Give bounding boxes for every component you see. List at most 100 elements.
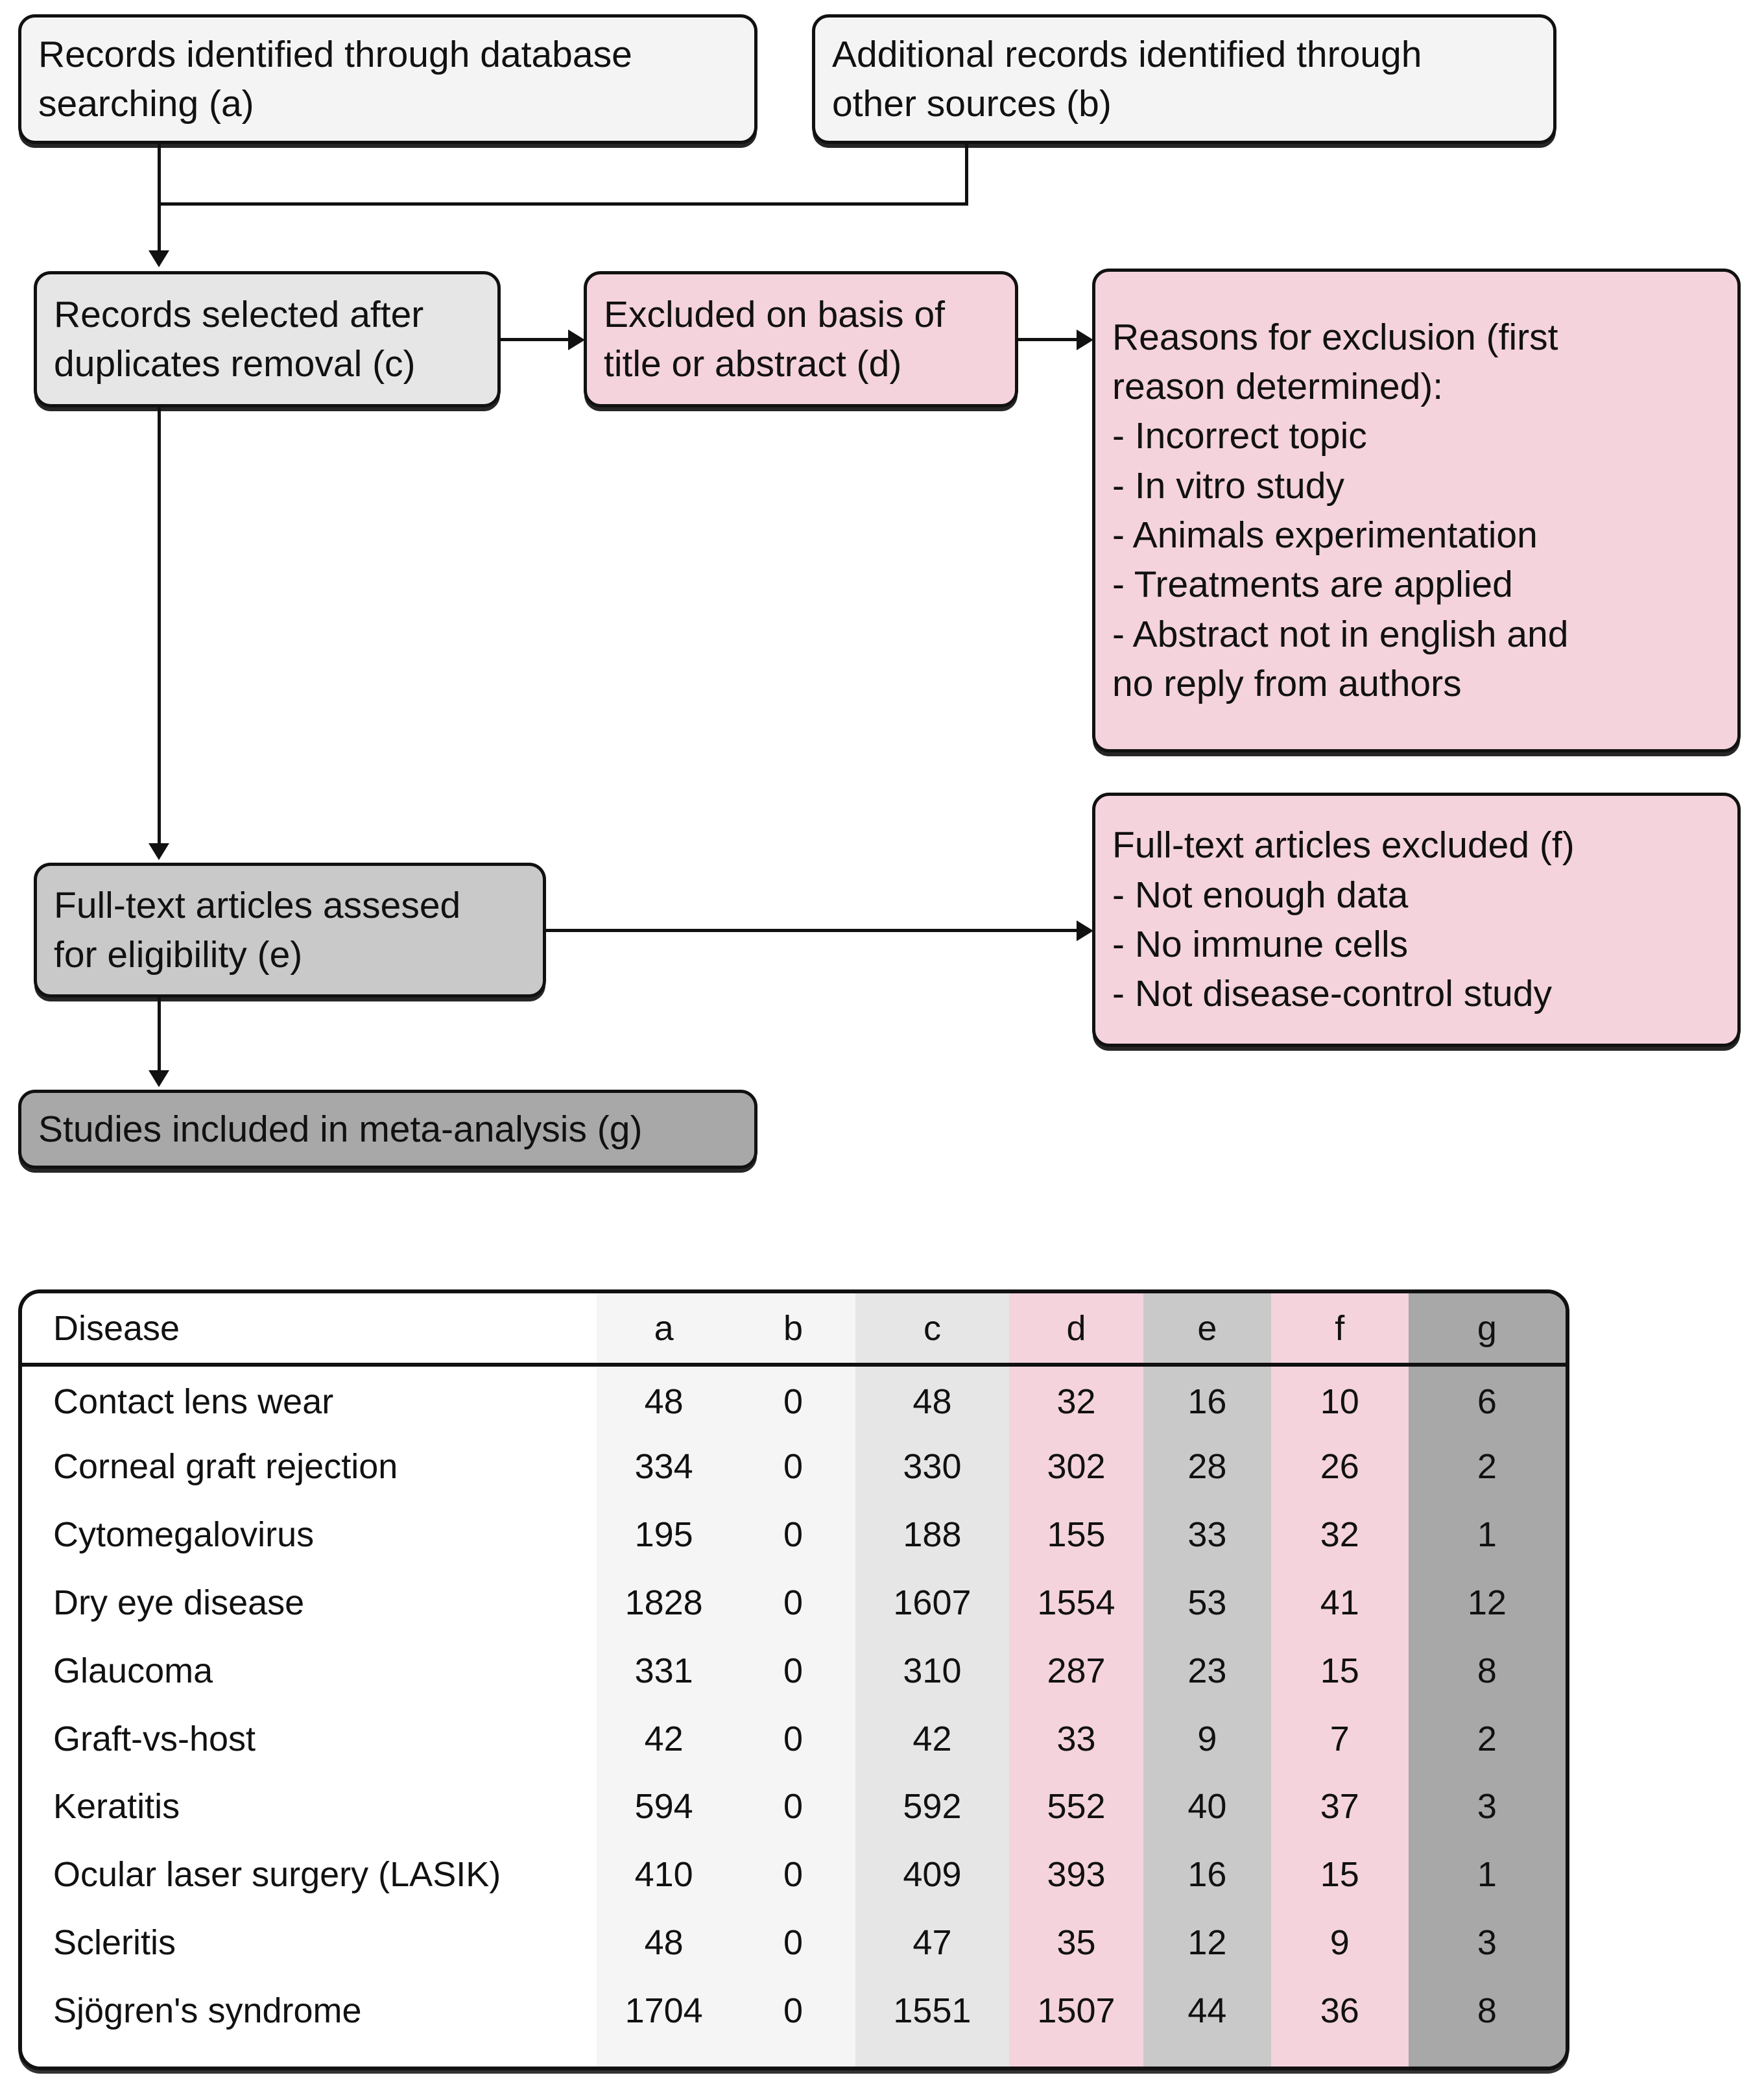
cell-e: 40 <box>1143 1773 1271 1841</box>
column-header-b: b <box>731 1293 855 1367</box>
cell-a: 48 <box>597 1365 732 1433</box>
cell-f: 10 <box>1270 1365 1409 1433</box>
cell-f: 26 <box>1270 1432 1409 1501</box>
connector-join-to-c <box>158 202 161 256</box>
node-line: other sources (b) <box>832 83 1112 125</box>
cell-disease: Glaucoma <box>22 1636 597 1705</box>
cell-a: 1704 <box>597 1976 732 2045</box>
node-line: Records identified through database <box>38 33 632 75</box>
column-header-a: a <box>597 1293 732 1367</box>
node-line: searching (a) <box>38 83 254 125</box>
cell-c: 592 <box>855 1773 1010 1841</box>
column-header-c: c <box>855 1293 1010 1367</box>
column-header-e: e <box>1143 1293 1271 1367</box>
column-header-g: g <box>1408 1293 1566 1367</box>
node-line: title or abstract (d) <box>604 343 902 385</box>
cell-disease: Sjögren's syndrome <box>22 1976 597 2045</box>
node-line: - In vitro study <box>1112 464 1344 507</box>
cell-f: 9 <box>1270 1908 1409 1977</box>
cell-g: 2 <box>1408 1432 1566 1501</box>
cell-g: 1 <box>1408 1840 1566 1909</box>
cell-c: 42 <box>855 1705 1010 1773</box>
node-line: Full-text articles excluded (f) <box>1112 824 1575 867</box>
node-line: - Abstract not in english and <box>1112 613 1569 655</box>
cell-c: 1551 <box>855 1976 1010 2045</box>
arrow-down-to-g <box>149 1070 169 1087</box>
cell-f: 32 <box>1270 1500 1409 1569</box>
cell-e: 44 <box>1143 1976 1271 2045</box>
connector-c-to-d <box>501 338 572 341</box>
cell-g: 3 <box>1408 1773 1566 1841</box>
node-line: Studies included in meta-analysis (g) <box>38 1108 643 1150</box>
cell-e: 53 <box>1143 1568 1271 1637</box>
node-line: Records selected after <box>54 293 424 335</box>
node-additional-records-other-sources: Additional records identified through ot… <box>812 14 1556 144</box>
cell-c: 47 <box>855 1908 1010 1977</box>
node-line: - Treatments are applied <box>1112 564 1513 606</box>
node-line: Additional records identified through <box>832 33 1422 75</box>
cell-b: 0 <box>731 1976 855 2045</box>
cell-a: 48 <box>597 1908 732 1977</box>
cell-c: 409 <box>855 1840 1010 1909</box>
cell-b: 0 <box>731 1568 855 1637</box>
cell-c: 188 <box>855 1500 1010 1569</box>
cell-f: 37 <box>1270 1773 1409 1841</box>
cell-e: 16 <box>1143 1840 1271 1909</box>
cell-d: 393 <box>1009 1840 1143 1909</box>
node-line: - No immune cells <box>1112 924 1409 965</box>
cell-d: 552 <box>1009 1773 1143 1841</box>
prisma-flow-diagram: Records identified through database sear… <box>18 14 1741 1169</box>
cell-f: 15 <box>1270 1636 1409 1705</box>
cell-g: 3 <box>1408 1908 1566 1977</box>
cell-g: 6 <box>1408 1365 1566 1433</box>
cell-c: 310 <box>855 1636 1010 1705</box>
cell-c: 48 <box>855 1365 1010 1433</box>
column-header-f: f <box>1270 1293 1409 1367</box>
cell-b: 0 <box>731 1840 855 1909</box>
cell-d: 155 <box>1009 1500 1143 1569</box>
cell-b: 0 <box>731 1908 855 1977</box>
cell-d: 302 <box>1009 1432 1143 1501</box>
arrow-down-to-e <box>149 843 169 860</box>
cell-b: 0 <box>731 1705 855 1773</box>
cell-d: 1554 <box>1009 1568 1143 1637</box>
node-line: - Not enough data <box>1112 874 1409 916</box>
node-line: Excluded on basis of <box>604 293 945 335</box>
node-line: no reply from authors <box>1112 663 1462 705</box>
cell-a: 410 <box>597 1840 732 1909</box>
cell-e: 33 <box>1143 1500 1271 1569</box>
connector-b-down <box>965 144 968 206</box>
node-line: Full-text articles assesed <box>54 884 461 926</box>
cell-b: 0 <box>731 1365 855 1433</box>
cell-e: 12 <box>1143 1908 1271 1977</box>
cell-e: 16 <box>1143 1365 1271 1433</box>
cell-g: 8 <box>1408 1636 1566 1705</box>
cell-a: 195 <box>597 1500 732 1569</box>
node-excluded-title-abstract: Excluded on basis of title or abstract (… <box>584 271 1018 407</box>
node-line: - Incorrect topic <box>1112 415 1367 457</box>
cell-e: 28 <box>1143 1432 1271 1501</box>
cell-a: 334 <box>597 1432 732 1501</box>
cell-f: 15 <box>1270 1840 1409 1909</box>
cell-disease: Corneal graft rejection <box>22 1432 597 1501</box>
arrow-right-to-d <box>568 330 585 350</box>
node-line: reason determined): <box>1112 365 1444 407</box>
cell-d: 1507 <box>1009 1976 1143 2045</box>
cell-a: 1828 <box>597 1568 732 1637</box>
node-records-identified-database: Records identified through database sear… <box>18 14 757 144</box>
connector-a-down <box>158 144 161 206</box>
cell-d: 32 <box>1009 1365 1143 1433</box>
node-line: - Not disease-control study <box>1112 973 1552 1015</box>
table-bottom-spacer <box>22 2044 1566 2067</box>
column-header-disease: Disease <box>22 1293 597 1367</box>
node-reasons-for-exclusion: Reasons for exclusion (first reason dete… <box>1092 269 1741 752</box>
